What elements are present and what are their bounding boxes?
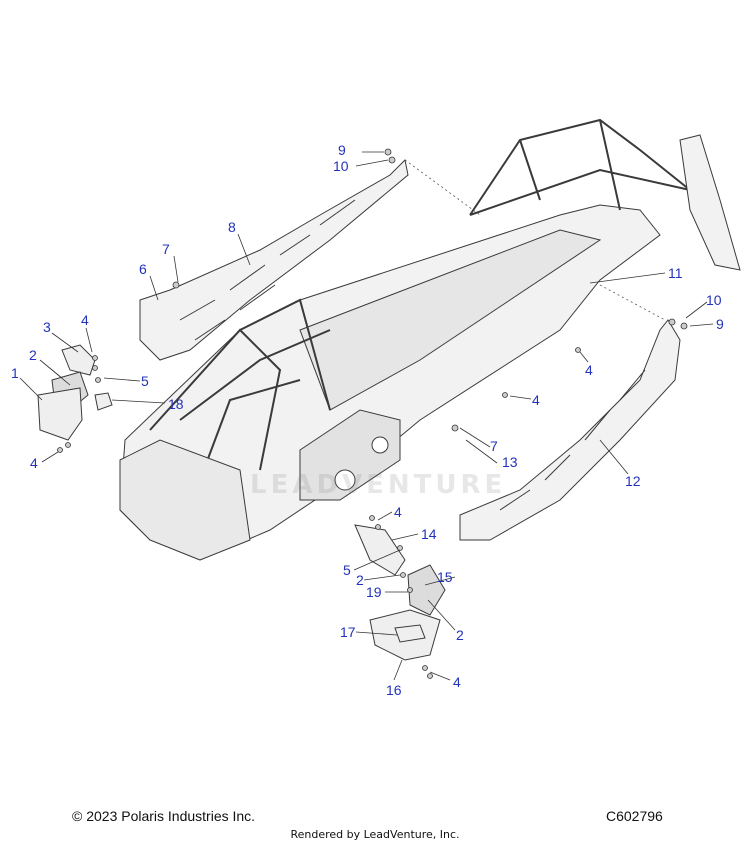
- diagram-code: C602796: [606, 808, 663, 824]
- part-8-rock-slider-upper: [139, 158, 409, 361]
- callout-1[interactable]: 1: [11, 365, 19, 381]
- callout-7[interactable]: 7: [162, 241, 170, 257]
- callout-12[interactable]: 12: [625, 473, 641, 489]
- callout-8[interactable]: 8: [228, 219, 236, 235]
- callout-2[interactable]: 2: [29, 347, 37, 363]
- alignment-lines: [404, 159, 666, 321]
- callout-2[interactable]: 2: [456, 627, 464, 643]
- callout-4[interactable]: 4: [30, 455, 38, 471]
- callout-6[interactable]: 6: [139, 261, 147, 277]
- callout-4[interactable]: 4: [585, 362, 593, 378]
- part-14-plate: [354, 524, 406, 576]
- front-suspension-box: [119, 439, 251, 561]
- left-skid-plate-group: [37, 344, 113, 441]
- part-3-plate: [61, 344, 96, 376]
- part-1-plate: [37, 387, 83, 441]
- callout-9[interactable]: 9: [338, 142, 346, 158]
- callout-3[interactable]: 3: [43, 319, 51, 335]
- callout-18[interactable]: 18: [168, 396, 184, 412]
- callout-11[interactable]: 11: [668, 265, 683, 281]
- callout-14[interactable]: 14: [421, 526, 437, 542]
- callout-4[interactable]: 4: [453, 674, 461, 690]
- rear-bumper: [679, 134, 741, 271]
- callout-10[interactable]: 10: [706, 292, 722, 308]
- part-18-bracket: [94, 392, 113, 411]
- callout-2[interactable]: 2: [356, 572, 364, 588]
- part-15-plate: [407, 564, 446, 616]
- roll-cage: [469, 118, 691, 216]
- callout-4[interactable]: 4: [81, 312, 89, 328]
- callout-13[interactable]: 13: [502, 454, 518, 470]
- front-frame-tubes: [149, 298, 331, 481]
- right-skid-plate-group: [354, 524, 446, 661]
- callout-19[interactable]: 19: [366, 584, 382, 600]
- fasteners: [57, 148, 688, 679]
- callout-4[interactable]: 4: [532, 392, 540, 408]
- callout-17[interactable]: 17: [340, 624, 356, 640]
- callout-9[interactable]: 9: [716, 316, 724, 332]
- callout-16[interactable]: 16: [386, 682, 402, 698]
- callout-4[interactable]: 4: [394, 504, 402, 520]
- callout-10[interactable]: 10: [333, 158, 349, 174]
- callout-5[interactable]: 5: [343, 562, 351, 578]
- part-17-insert: [394, 624, 426, 643]
- side-panel: [299, 409, 401, 501]
- copyright-text: © 2023 Polaris Industries Inc.: [72, 808, 256, 824]
- leader-lines: [19, 151, 714, 681]
- rendered-by-text: Rendered by LeadVenture, Inc.: [290, 828, 460, 841]
- part-12-rock-slider-lower: [459, 319, 681, 541]
- callout-5[interactable]: 5: [141, 373, 149, 389]
- watermark: LEADVENTURE: [250, 470, 507, 500]
- callout-7[interactable]: 7: [490, 438, 498, 454]
- floor-pan: [299, 229, 602, 411]
- callout-15[interactable]: 15: [437, 569, 453, 585]
